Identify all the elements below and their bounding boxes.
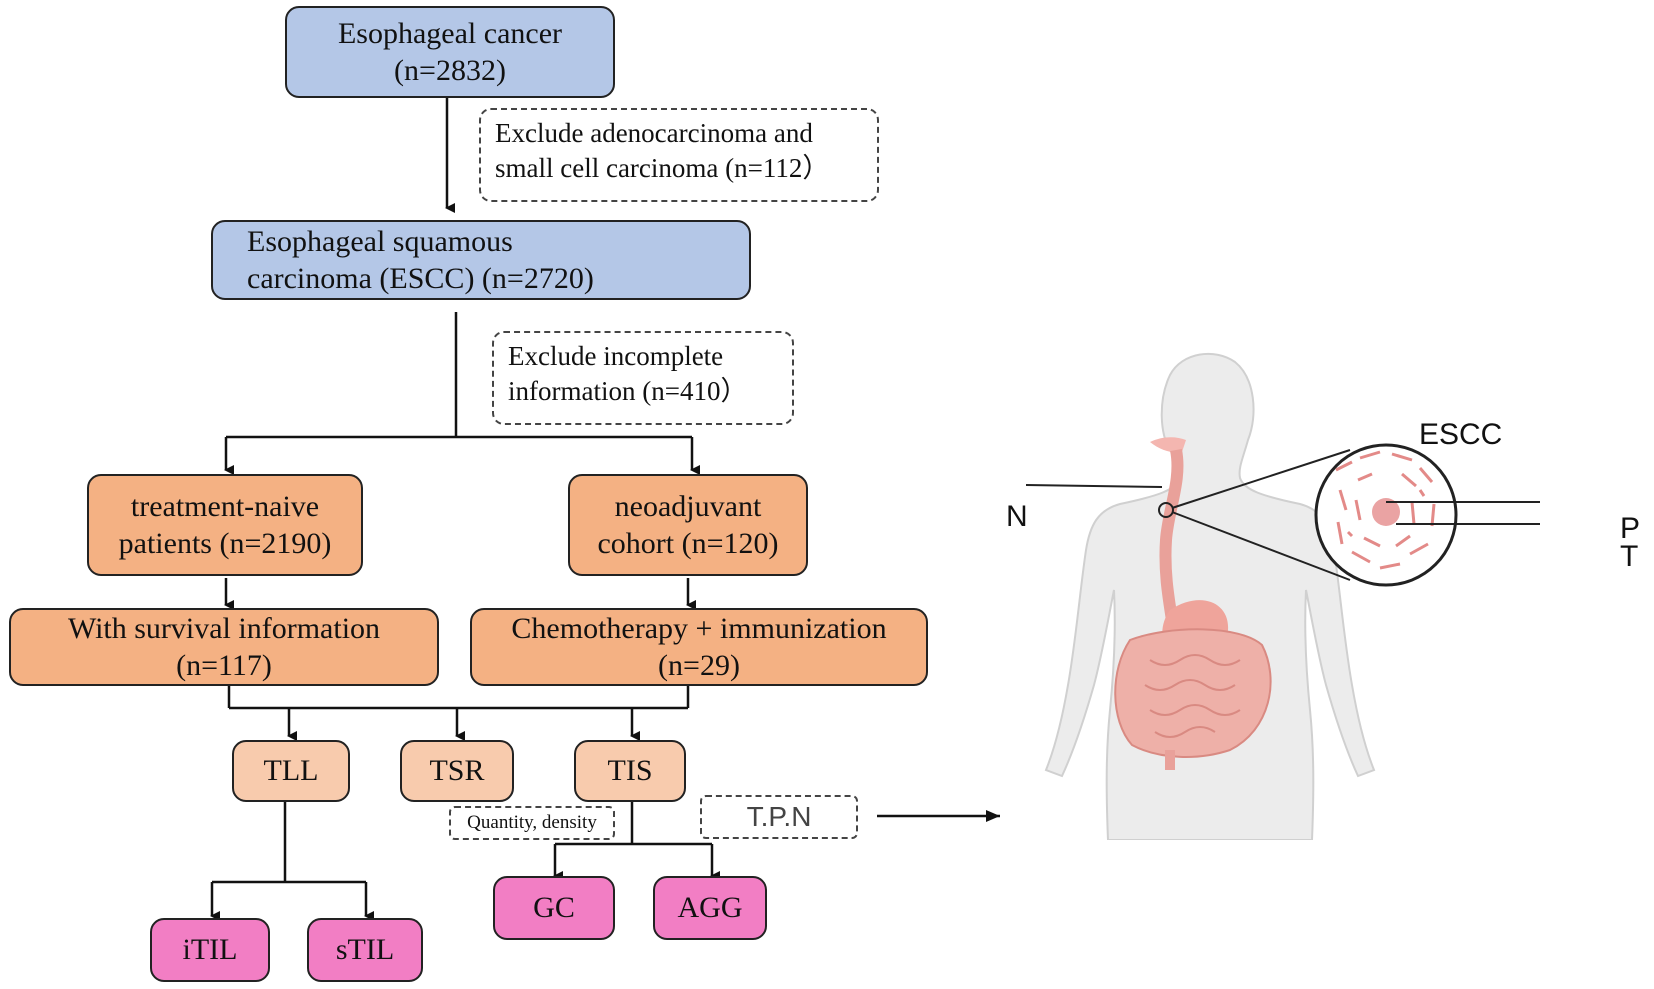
node-escc-line2: carcinoma (ESCC) (n=2720)	[247, 262, 594, 295]
node-stil: sTIL	[307, 918, 423, 982]
n-pointer-line	[1025, 484, 1163, 488]
body-silhouette-icon	[1044, 352, 1376, 840]
node-gc: GC	[493, 876, 615, 940]
line-tll-split	[212, 802, 366, 884]
node-chemo-line1: Chemotherapy + immunization	[511, 611, 887, 645]
note-exclude2-line1: Exclude incomplete	[508, 341, 724, 371]
node-neoadjuvant-line1: neoadjuvant	[614, 489, 762, 523]
note-exclude1-line2: small cell carcinoma (n=112）	[495, 153, 830, 184]
node-esophageal-cancer-line1: Esophageal cancer	[337, 16, 563, 50]
node-treatment-naive-line2: patients (n=2190)	[118, 527, 332, 560]
esophagus-marker-icon	[1158, 502, 1174, 518]
line-tis-split	[555, 802, 712, 846]
escc-label: ESCC	[1419, 418, 1503, 451]
node-esophageal-cancer-line2: (n=2832)	[394, 54, 506, 87]
note-quantity-density: Quantity, density	[449, 806, 615, 840]
node-escc: Esophageal squamous carcinoma (ESCC) (n=…	[211, 220, 751, 300]
node-treatment-naive: treatment-naive patients (n=2190)	[87, 474, 363, 576]
note-exclude1-line1: Exclude adenocarcinoma and	[495, 118, 813, 148]
node-agg: AGG	[653, 876, 767, 940]
p-label: P	[1620, 512, 1641, 545]
node-survival-information: With survival information (n=117)	[9, 608, 439, 686]
node-itil: iTIL	[150, 918, 270, 982]
t-label: T	[1620, 540, 1639, 573]
magnified-tissue-icon	[1314, 443, 1458, 587]
note-tpn: T.P.N	[700, 795, 858, 839]
n-label: N	[1006, 500, 1028, 533]
node-esophageal-cancer: Esophageal cancer (n=2832)	[285, 6, 615, 98]
node-tsr: TSR	[400, 740, 514, 802]
esophagus-icon	[1159, 448, 1184, 621]
node-survival-line2: (n=117)	[176, 649, 272, 682]
node-survival-line1: With survival information	[67, 611, 381, 645]
note-exclude2-line2: information (n=410）	[508, 376, 748, 407]
mouth-icon	[1150, 437, 1186, 453]
line-merge	[227, 685, 690, 710]
intestines-icon	[1114, 628, 1272, 758]
node-chemotherapy-immunization: Chemotherapy + immunization (n=29)	[470, 608, 928, 686]
node-tis: TIS	[574, 740, 686, 802]
node-neoadjuvant-line2: cohort (n=120)	[597, 527, 779, 560]
anatomy-illustration	[1025, 352, 1540, 840]
node-escc-line1: Esophageal squamous	[247, 224, 513, 258]
note-exclude-incomplete: Exclude incomplete information (n=410）	[492, 331, 794, 425]
node-neoadjuvant: neoadjuvant cohort (n=120)	[568, 474, 808, 576]
note-exclude-adenocarcinoma: Exclude adenocarcinoma and small cell ca…	[479, 108, 879, 202]
node-treatment-naive-line1: treatment-naive	[130, 489, 320, 523]
node-chemo-line2: (n=29)	[658, 649, 740, 682]
line-escc-split	[226, 312, 692, 439]
node-tll: TLL	[232, 740, 350, 802]
